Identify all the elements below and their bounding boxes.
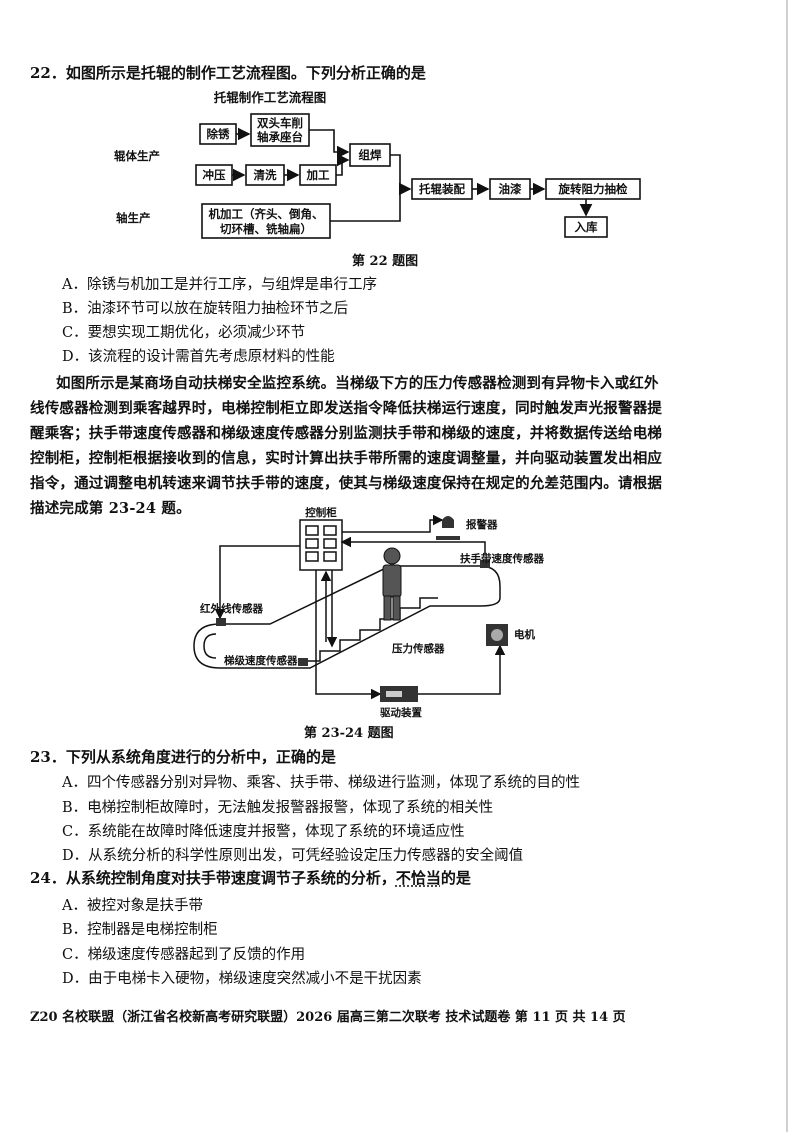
- passage-line-4: 控制柜，控制柜根据接收到的信息，实时计算出扶手带所需的速度调整量，并向驱动装置发…: [30, 450, 663, 467]
- passage-line-1: 如图所示是某商场自动扶梯安全监控系统。当梯级下方的压力传感器检测到有异物卡入或红…: [56, 375, 659, 392]
- q22-option-a: A．除锈与机加工是并行工序，与组焊是串行工序: [62, 277, 377, 293]
- text-machining-1: 机加工（齐头、倒角、: [209, 207, 324, 221]
- q24-stem-emphasis: 不恰当: [395, 869, 441, 887]
- text-lathe-1: 双头车削: [256, 116, 303, 130]
- q24-option-d: D．由于电梯卡入硬物，梯级速度突然减小不是干扰因素: [62, 971, 422, 987]
- q23-stem: 23．下列从系统角度进行的分析中，正确的是: [30, 748, 336, 766]
- label-pressure-sensor: 压力传感器: [392, 642, 445, 655]
- q24-option-b: B．控制器是电梯控制柜: [62, 922, 218, 938]
- q23-option-b: B．电梯控制柜故障时，无法触发报警器报警，体现了系统的相关性: [62, 800, 494, 816]
- text-paint: 油漆: [499, 182, 522, 196]
- label-motor: 电机: [514, 628, 535, 641]
- escalator-diagram: 控制柜 报警器 扶手带速度传感器 红外线传感器 梯级速度传感器 压力传感器 电机…: [193, 506, 544, 719]
- text-lathe-2: 轴承座台: [257, 130, 303, 144]
- passage-line-2: 线传感器检测到乘客越界时，电梯控制柜立即发送指令降低扶梯运行速度，同时触发声光报…: [30, 400, 663, 417]
- q24-option-c: C．梯级速度传感器起到了反馈的作用: [62, 947, 306, 963]
- q24-option-a: A．被控对象是扶手带: [62, 898, 203, 914]
- q22-option-b: B．油漆环节可以放在旋转阻力抽检环节之后: [62, 301, 349, 317]
- text-weld: 组焊: [359, 148, 382, 162]
- q24-stem: 24．从系统控制角度对扶手带速度调节子系统的分析，不恰当的是: [30, 867, 471, 888]
- q23-option-d: D．从系统分析的科学性原则出发，可凭经验设定压力传感器的安全阈值: [62, 848, 524, 864]
- label-drive: 驱动装置: [380, 706, 422, 719]
- q23-option-c: C．系统能在故障时降低速度并报警，体现了系统的环境适应性: [62, 824, 465, 840]
- text-machining-2: 切环槽、铣轴扁）: [220, 222, 312, 236]
- infrared-sensor-marker: [216, 618, 226, 626]
- text-storage: 入库: [575, 220, 598, 234]
- label-alarm: 报警器: [466, 518, 498, 531]
- label-step-speed-sensor: 梯级速度传感器: [224, 654, 298, 667]
- text-process: 加工: [306, 168, 330, 182]
- q22-stem: 22．如图所示是托辊的制作工艺流程图。下列分析正确的是: [30, 64, 426, 82]
- escalator-body: [193, 565, 501, 669]
- q24-stem-end: 的是: [440, 869, 471, 887]
- label-control-cabinet: 控制柜: [305, 506, 337, 519]
- box-inspect: [545, 178, 641, 200]
- step-sensor-marker: [298, 658, 308, 666]
- text-derust: 除锈: [207, 127, 230, 141]
- text-stamp: 冲压: [203, 168, 226, 182]
- text-clean: 清洗: [254, 168, 277, 182]
- passage-line-6: 描述完成第 23-24 题。: [30, 500, 191, 517]
- label-handrail-sensor: 扶手带速度传感器: [460, 552, 544, 565]
- label-shaft: 轴生产: [116, 211, 151, 225]
- motor-icon: [486, 624, 508, 646]
- q22-caption: 第 22 题图: [352, 254, 419, 269]
- q22-option-c: C．要想实现工期优化，必须减少环节: [62, 325, 306, 341]
- page-footer: Z20 名校联盟（浙江省名校新高考研究联盟）2026 届高三第二次联考 技术试题…: [30, 1010, 626, 1025]
- escalator-steps: [300, 597, 438, 662]
- label-infrared-sensor: 红外线传感器: [200, 602, 263, 615]
- caption-23-24: 第 23-24 题图: [304, 726, 394, 741]
- passage-line-5: 指令，通过调整电机转速来调节扶手带的速度，使其与梯级速度保持在规定的允差范围内。…: [30, 475, 663, 492]
- passage-line-3: 醒乘客；扶手带速度传感器和梯级速度传感器分别监测扶手带和梯级的速度，并将数据传送…: [30, 425, 663, 442]
- box-storage: [564, 216, 608, 238]
- scan-edge-line: [786, 0, 788, 1132]
- handrail-sensor-marker: [480, 560, 490, 568]
- drive-icon: [380, 686, 418, 702]
- q23-option-a: A．四个传感器分别对异物、乘客、扶手带、梯级进行监测，体现了系统的目的性: [62, 775, 580, 791]
- passenger-figure: [382, 547, 402, 621]
- process-flowchart: 托辊制作工艺流程图 辊体生产 轴生产 除锈 双头车削 轴承座台 冲压 清洗 加工…: [114, 90, 641, 239]
- alarm-icon: [436, 516, 460, 540]
- q24-stem-main: 24．从系统控制角度对扶手带速度调节子系统的分析，: [30, 869, 396, 887]
- text-assembly: 托辊装配: [419, 182, 465, 196]
- text-inspect: 旋转阻力抽检: [558, 182, 628, 196]
- flowchart-title: 托辊制作工艺流程图: [214, 90, 327, 105]
- q22-option-d: D．该流程的设计需首先考虑原材料的性能: [62, 349, 335, 365]
- label-roller-body: 辊体生产: [114, 149, 160, 163]
